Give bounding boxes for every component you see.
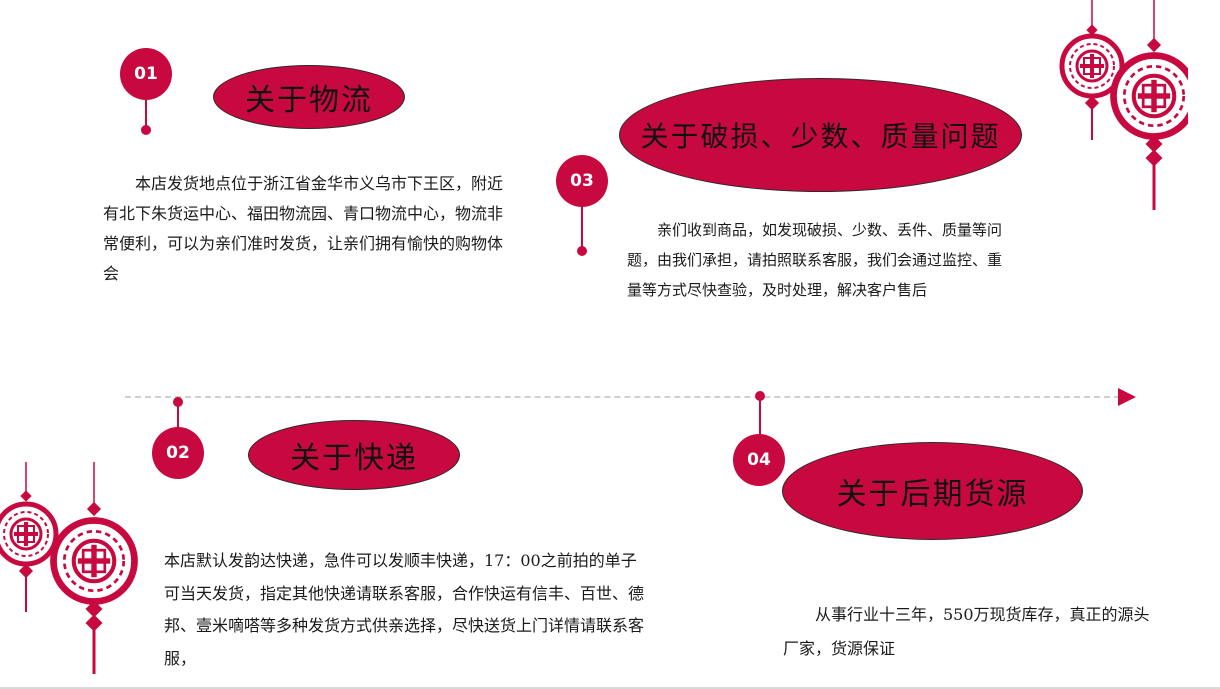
chinese-knot-ornament-icon (0, 462, 140, 674)
chinese-knot-ornament-icon (1058, 0, 1188, 210)
bottom-divider (0, 687, 1220, 689)
section-body: 亲们收到商品，如发现破损、少数、丢件、质量等问题，由我们承担，请拍照联系客服，我… (627, 221, 1003, 299)
connector-dot (755, 391, 765, 401)
section-body: 本店默认发韵达快递，急件可以发顺丰快递，17：00之前拍的单子可当天发货，指定其… (164, 551, 645, 668)
section-title: 关于破损、少数、质量问题 (619, 78, 1022, 192)
connector-stem (145, 98, 147, 128)
section-title: 关于后期货源 (782, 442, 1083, 540)
section-body: 从事行业十三年，550万现货库存，真正的源头厂家，货源保证 (783, 605, 1150, 658)
connector-stem (759, 399, 761, 437)
section-title: 关于物流 (213, 65, 405, 129)
section-number-badge: 01 (120, 48, 172, 100)
connector-stem (581, 205, 583, 249)
connector-dot (577, 246, 587, 256)
section-number-badge: 03 (556, 155, 608, 207)
section-number-badge: 04 (733, 434, 785, 486)
section-number-badge: 02 (152, 427, 204, 479)
connector-stem (177, 405, 179, 429)
timeline-line (125, 396, 1120, 398)
connector-dot (173, 397, 183, 407)
connector-dot (141, 125, 151, 135)
section-body: 本店发货地点位于浙江省金华市义乌市下王区，附近有北下朱货运中心、福田物流园、青口… (103, 174, 504, 283)
section-title: 关于快递 (248, 420, 460, 490)
timeline-arrow-icon (1118, 388, 1136, 406)
